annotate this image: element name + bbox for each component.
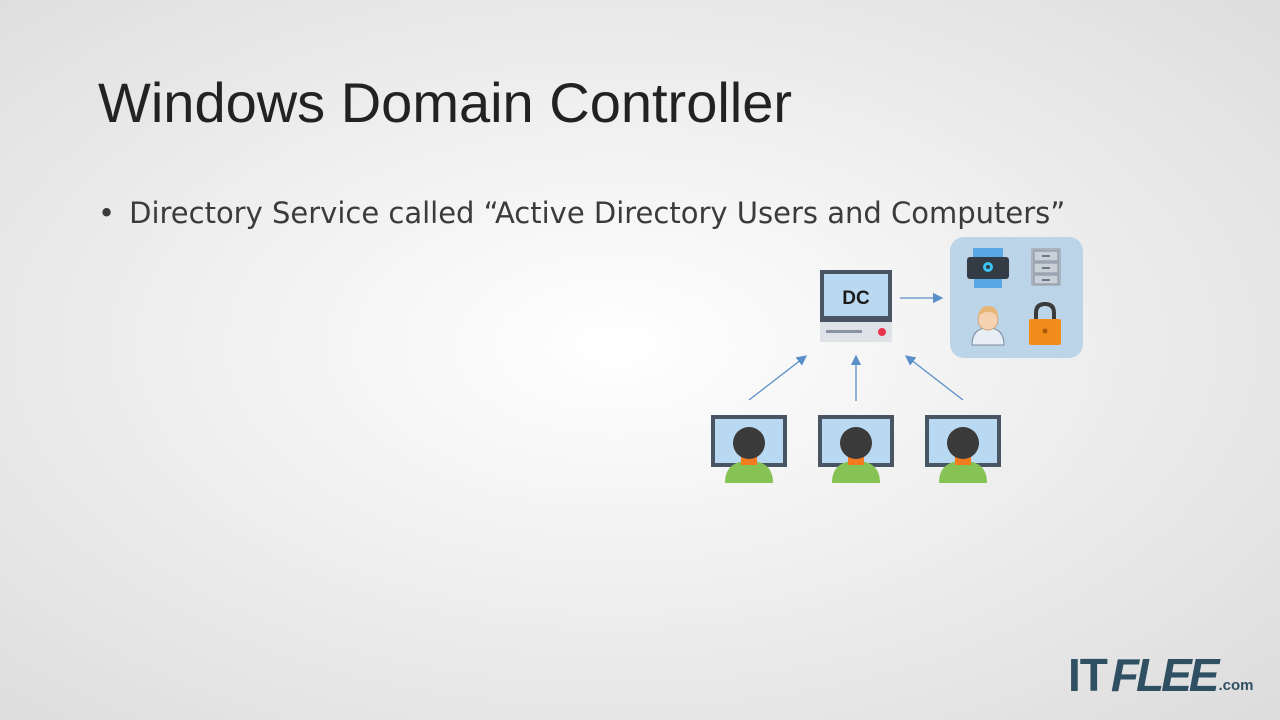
printer-icon <box>967 248 1009 288</box>
arrow-client-1-to-dc <box>748 355 808 401</box>
lock-icon <box>1029 301 1061 345</box>
dc-power-led <box>878 328 886 336</box>
slide-title: Windows Domain Controller <box>98 71 793 134</box>
arrow-client-3-to-dc <box>904 355 964 401</box>
logo-com: .com <box>1218 677 1254 694</box>
itflee-logo: IT FLEE .com <box>1068 652 1253 698</box>
dc-screen <box>824 274 888 316</box>
dc-drive-slot <box>826 330 862 333</box>
file-cabinet-icon <box>1031 248 1061 286</box>
bullet-item: • Directory Service called “Active Direc… <box>98 196 1065 230</box>
logo-flee: FLEE <box>1110 649 1220 701</box>
bullet-text: Directory Service called “Active Directo… <box>129 196 1066 230</box>
resource-panel-bg <box>950 237 1083 358</box>
client-computer <box>925 415 1001 483</box>
client-computer <box>818 415 894 483</box>
bullet-marker: • <box>98 196 116 230</box>
user-icon <box>971 306 1005 346</box>
dc-server: DC <box>820 270 892 342</box>
client-computer <box>711 415 787 483</box>
logo-it: IT <box>1068 649 1108 701</box>
dc-label: DC <box>842 288 870 309</box>
resource-panel <box>950 237 1083 358</box>
